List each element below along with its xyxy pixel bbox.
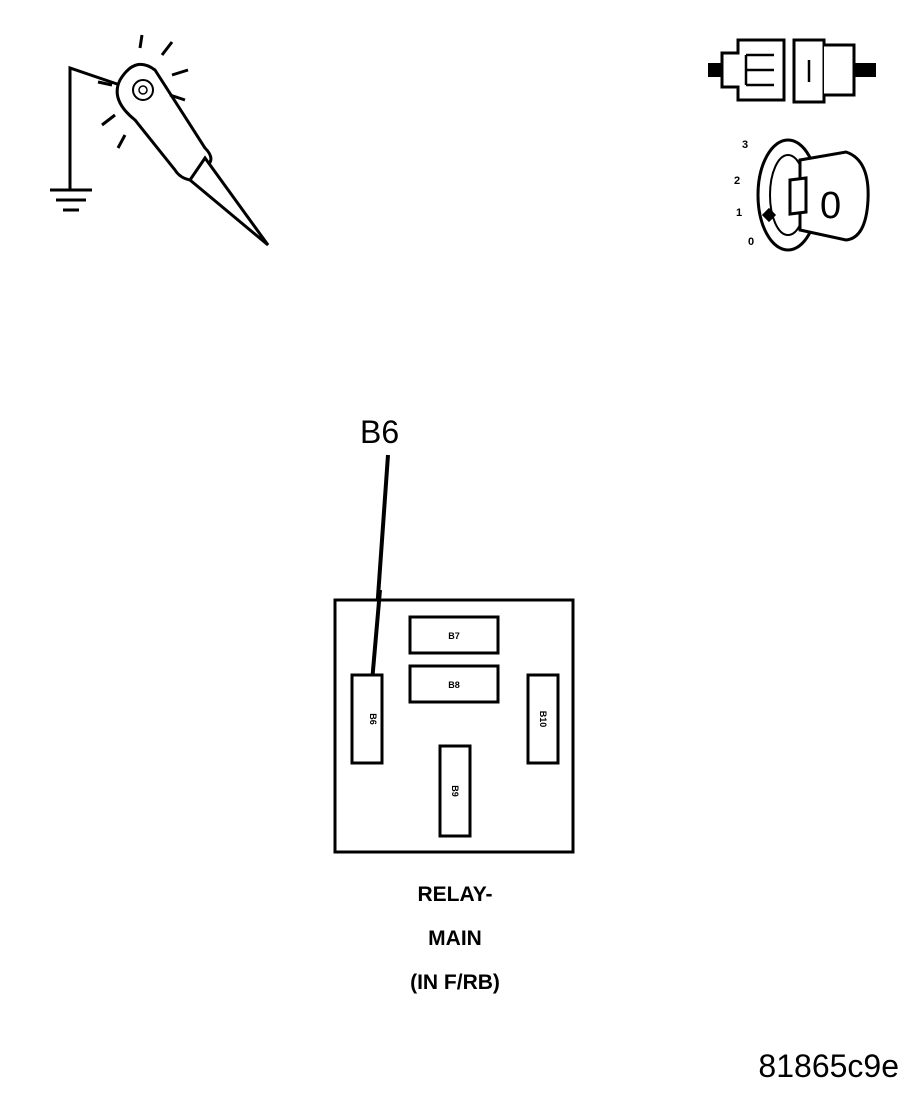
- svg-text:B9: B9: [450, 785, 460, 797]
- ignition-key-label: 0: [820, 185, 841, 227]
- relay-caption-line1: RELAY-: [417, 883, 493, 906]
- relay-pin-b7: B7: [408, 615, 500, 655]
- relay-pin-b6: B6: [350, 673, 384, 765]
- ignition-key-icon: 3 2 1 0 0: [734, 138, 870, 252]
- callout-label: B6: [360, 414, 400, 450]
- ground-symbol-icon: [50, 65, 121, 212]
- relay-caption-line3: (IN F/RB): [410, 971, 500, 994]
- svg-text:B8: B8: [448, 680, 460, 690]
- relay-caption-line2: MAIN: [428, 927, 482, 950]
- ignition-position-2: 2: [734, 175, 740, 187]
- test-light-probe-icon: [50, 34, 270, 247]
- ignition-position-0: 0: [748, 236, 754, 248]
- svg-text:B6: B6: [368, 713, 378, 725]
- svg-text:B10: B10: [538, 711, 548, 728]
- figure-id: 81865c9e: [758, 1048, 899, 1084]
- svg-text:B7: B7: [448, 631, 460, 641]
- relay-pin-b8: B8: [408, 664, 500, 704]
- relay-connector-diagram: B7 B8 B6 B10 B9: [333, 454, 575, 854]
- disconnected-connector-icon: [708, 38, 876, 104]
- ignition-position-1: 1: [736, 207, 742, 219]
- relay-pin-b10: B10: [526, 673, 560, 765]
- relay-pin-b9: B9: [438, 744, 472, 838]
- ignition-position-3: 3: [742, 139, 748, 151]
